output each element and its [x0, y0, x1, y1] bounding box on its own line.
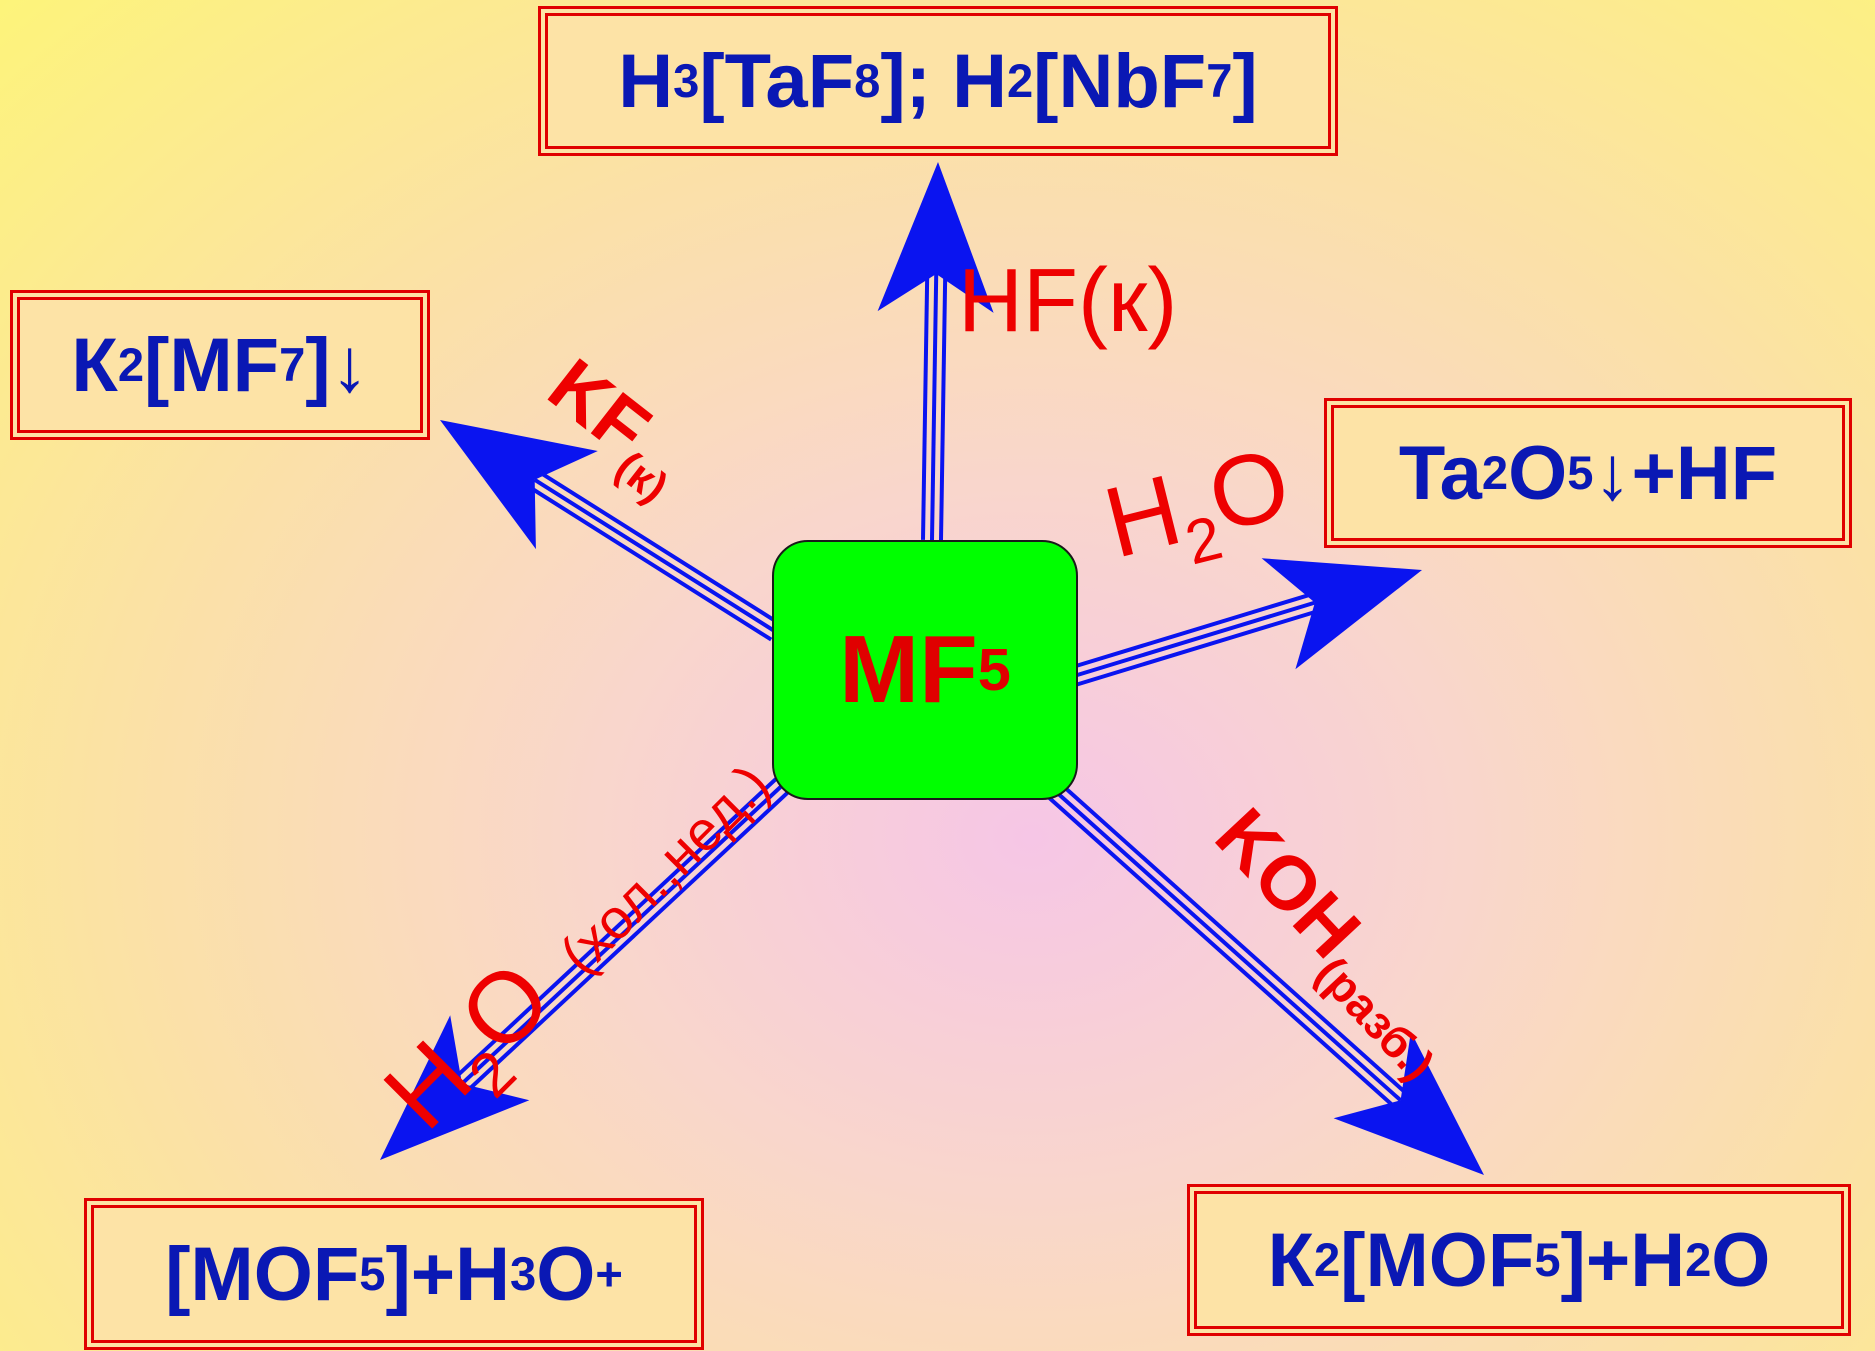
formula-part: H: [618, 38, 674, 124]
arrow-to-left: [440, 420, 782, 642]
reagent-hf-text: HF(к): [958, 251, 1178, 351]
arrow-shaft-line: [528, 485, 773, 642]
formula-part: ]↓: [305, 322, 369, 408]
arrow-shaft-line: [921, 273, 930, 540]
arrow-shaft-line: [533, 478, 778, 634]
arrow-shaft-line: [466, 785, 796, 1092]
formula-part: [TaF: [699, 38, 855, 124]
arrow-shaft-line: [1070, 592, 1313, 670]
formula-part: ]+H: [1560, 1217, 1686, 1303]
arrow-shaft-line: [930, 273, 939, 541]
formula-part: [NbF: [1033, 38, 1207, 124]
formula-part: ↓+HF: [1593, 430, 1778, 516]
formula-part: [MOF: [1340, 1217, 1535, 1303]
formula-part: O: [1711, 1217, 1771, 1303]
formula-part: O: [536, 1231, 596, 1317]
formula-part: К: [71, 322, 118, 408]
center-formula: MF: [839, 616, 978, 723]
arrow-shaft-line: [454, 771, 784, 1079]
arrow-head: [877, 162, 994, 313]
arrow-shaft-line: [1058, 781, 1408, 1096]
formula-part: ]; H: [880, 38, 1007, 124]
formula-part: ]+H: [385, 1231, 511, 1317]
arrow-head: [1333, 1031, 1484, 1175]
formula-part: O: [1508, 430, 1568, 516]
arrow-head: [380, 1015, 530, 1160]
arrow-to-top: [877, 162, 994, 541]
arrow-shaft-line: [460, 778, 790, 1086]
formula-part: К: [1267, 1217, 1314, 1303]
arrow-shaft-line: [938, 274, 948, 541]
arrow-to-right: [1070, 558, 1422, 687]
arrow-shaft-line: [538, 470, 782, 627]
arrow-shaft-line: [1076, 609, 1319, 687]
formula-part: Ta: [1398, 430, 1482, 516]
arrow-shaft-line: [1052, 788, 1402, 1102]
arrow-shaft-line: [1046, 795, 1396, 1109]
reagent-hf: HF(к): [958, 250, 1177, 353]
formula-part: ]: [1232, 38, 1258, 124]
arrow-to-bottom-left: [380, 771, 796, 1160]
arrow-head: [440, 420, 598, 550]
formula-part: [MF: [144, 322, 280, 408]
arrow-head: [1261, 558, 1422, 670]
arrow-to-bottom-right: [1046, 781, 1484, 1175]
arrow-shaft-line: [1073, 600, 1316, 678]
formula-part: [MOF: [165, 1231, 360, 1317]
